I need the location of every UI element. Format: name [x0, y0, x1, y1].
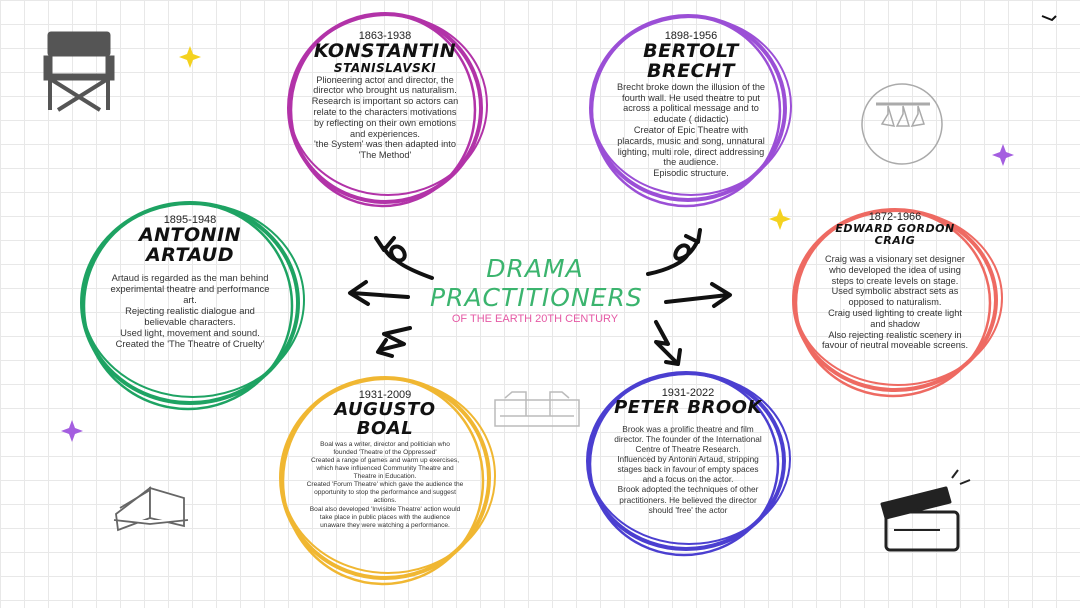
name-line1: ANTONIN — [138, 224, 242, 246]
node-artaud: 1895-1948 ANTONIN ARTAUD Artaud is regar… — [104, 214, 276, 349]
title-line2: PRACTITIONERS — [430, 282, 643, 312]
arrows — [348, 228, 732, 366]
years: 1863-1938 — [358, 30, 412, 42]
stage-icon — [494, 391, 580, 427]
open-book-icon — [113, 486, 189, 532]
description: Brecht broke down the illusion of the fo… — [616, 81, 766, 179]
circle-brook — [586, 371, 791, 557]
stage-lights-icon — [861, 83, 943, 165]
clapperboard-icon — [880, 469, 971, 552]
years: 1872-1966 — [868, 211, 922, 223]
title-line1: DRAMA — [486, 254, 584, 283]
circle-stanislavski — [287, 12, 488, 208]
years: 1895-1948 — [163, 214, 217, 226]
name-line2: STANISLAVSKI — [333, 60, 437, 75]
name-line1: BERTOLT — [643, 40, 739, 62]
name-line1: EDWARD GORDON — [835, 222, 955, 235]
subtitle: OF THE EARTH 20TH CENTURY — [451, 312, 619, 325]
node-craig: 1872-1966 EDWARD GORDON CRAIG Craig was … — [810, 211, 980, 351]
node-boal: 1931-2009 AUGUSTO BOAL Boal was a writer… — [295, 389, 475, 530]
node-stanislavski: 1863-1938 KONSTANTIN STANISLAVSKI Plione… — [300, 30, 470, 161]
arrow-to-brecht — [646, 242, 698, 276]
name-line2: CRAIG — [874, 233, 916, 247]
arrow-to-artaud — [350, 291, 410, 299]
description: Plioneering actor and director, the dire… — [311, 74, 459, 161]
name-line1: PETER BROOK — [614, 397, 762, 418]
name-line1: KONSTANTIN — [313, 40, 457, 62]
description: Artaud is regarded as the man behind exp… — [110, 271, 270, 349]
arrow-to-brook — [654, 320, 678, 364]
name-line2: BRECHT — [647, 59, 735, 82]
arrow-to-stanislavski — [382, 244, 434, 280]
circle-artaud — [80, 201, 305, 411]
node-brook: 1931-2022 PETER BROOK Brook was a prolif… — [606, 387, 770, 515]
name-line2: ARTAUD — [145, 243, 235, 266]
circle-brecht — [589, 14, 792, 208]
years: 1898-1956 — [664, 30, 718, 42]
circle-boal — [279, 376, 496, 586]
name-line2: BOAL — [356, 417, 414, 439]
circle-craig — [792, 208, 1003, 398]
node-brecht: 1898-1956 BERTOLT BRECHT Brecht broke do… — [606, 30, 776, 179]
description: Boal was a writer, director and politici… — [306, 440, 464, 529]
arrow-to-craig — [664, 293, 730, 304]
arrow-to-boal — [378, 326, 412, 352]
description: Craig was a visionary set designer who d… — [821, 254, 969, 351]
director-chair-icon — [43, 31, 115, 112]
sparkle-icon — [61, 15, 1057, 442]
name-line1: AUGUSTO — [334, 399, 436, 420]
years: 1931-2009 — [358, 389, 412, 401]
years: 1931-2022 — [661, 387, 715, 399]
description: Brook was a prolific theatre and film di… — [614, 423, 762, 515]
center-title-block: DRAMA PRACTITIONERS OF THE EARTH 20TH CE… — [430, 254, 643, 325]
